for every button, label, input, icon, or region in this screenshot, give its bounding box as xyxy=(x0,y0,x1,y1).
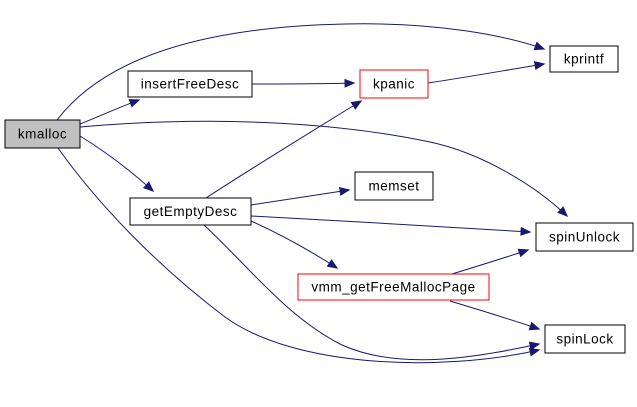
node-label-kpanic: kpanic xyxy=(373,77,415,92)
node-memset[interactable]: memset xyxy=(354,171,434,201)
node-kmalloc: kmalloc xyxy=(4,119,81,149)
node-spinUnlock[interactable]: spinUnlock xyxy=(535,222,634,252)
node-box-kpanic[interactable] xyxy=(359,69,429,99)
edge-vmm_getFreeMallocPage-to-spinUnlock xyxy=(451,248,530,275)
node-box-vmm_getFreeMallocPage[interactable] xyxy=(297,273,490,301)
node-label-kmalloc: kmalloc xyxy=(18,127,67,142)
edge-kmalloc-to-insertFreeDesc xyxy=(79,99,141,125)
node-label-memset: memset xyxy=(368,179,419,194)
node-box-spinUnlock[interactable] xyxy=(535,222,634,252)
edge-kmalloc-to-getEmptyDesc xyxy=(79,135,155,193)
node-label-vmm_getFreeMallocPage: vmm_getFreeMallocPage xyxy=(311,280,475,295)
edge-kmalloc-to-kprintf xyxy=(56,23,546,121)
edge-kmalloc-to-spinLock xyxy=(57,147,541,364)
edge-getEmptyDesc-to-spinUnlock xyxy=(250,215,532,236)
node-spinLock[interactable]: spinLock xyxy=(544,324,626,354)
edge-getEmptyDesc-to-vmm_getFreeMallocPage xyxy=(250,220,339,269)
edge-kmalloc-to-spinUnlock xyxy=(79,120,569,218)
node-box-memset[interactable] xyxy=(354,171,434,201)
node-kpanic[interactable]: kpanic xyxy=(359,69,429,99)
node-box-kmalloc xyxy=(4,119,81,149)
node-box-spinLock[interactable] xyxy=(544,324,626,354)
node-label-getEmptyDesc: getEmptyDesc xyxy=(144,204,238,219)
node-label-kprintf: kprintf xyxy=(564,52,604,67)
edge-vmm_getFreeMallocPage-to-spinLock xyxy=(449,300,541,331)
node-label-spinUnlock: spinUnlock xyxy=(549,230,620,245)
node-box-kprintf[interactable] xyxy=(549,45,619,73)
edges-layer xyxy=(56,23,569,364)
node-vmm_getFreeMallocPage[interactable]: vmm_getFreeMallocPage xyxy=(297,273,490,301)
node-box-getEmptyDesc[interactable] xyxy=(129,197,252,226)
edge-getEmptyDesc-to-memset xyxy=(250,186,351,206)
node-label-insertFreeDesc: insertFreeDesc xyxy=(141,77,240,92)
node-getEmptyDesc[interactable]: getEmptyDesc xyxy=(129,197,252,226)
node-label-spinLock: spinLock xyxy=(556,332,613,347)
edge-insertFreeDesc-to-kpanic xyxy=(251,78,356,88)
node-kprintf[interactable]: kprintf xyxy=(549,45,619,73)
edge-getEmptyDesc-to-spinLock xyxy=(203,224,541,361)
edge-kpanic-to-kprintf xyxy=(427,61,546,84)
nodes-layer: kmalloc insertFreeDesc kpanic kprintf getEmp… xyxy=(4,45,634,354)
node-insertFreeDesc[interactable]: insertFreeDesc xyxy=(127,70,253,98)
edge-getEmptyDesc-to-kpanic xyxy=(205,100,363,199)
node-box-insertFreeDesc[interactable] xyxy=(127,70,253,98)
